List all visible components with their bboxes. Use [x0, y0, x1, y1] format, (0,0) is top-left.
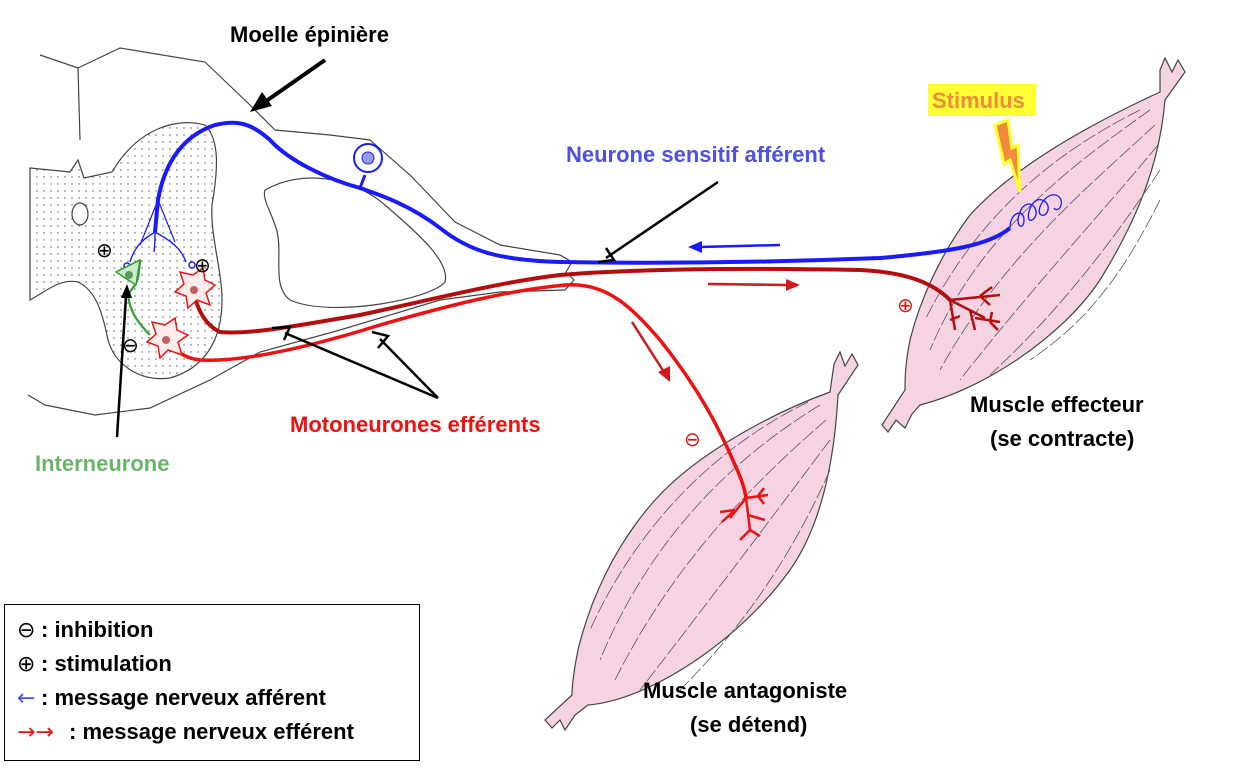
motor-neurons-label: Motoneurones efférents: [290, 412, 541, 437]
efferent-direction-arrows: [630, 279, 800, 382]
antagonist-muscle-label: Muscle antagoniste: [643, 678, 847, 703]
sensory-neuron-label: Neurone sensitif afférent: [566, 142, 826, 167]
legend-box: ⊖: inhibition ⊕: stimulation ←: message …: [4, 604, 420, 761]
inhibition-symbol: ⊖: [17, 618, 36, 643]
motor-neuron-to-effector: [191, 266, 1001, 335]
effector-muscle: [881, 56, 1186, 433]
effector-muscle-label: Muscle effecteur: [970, 392, 1144, 417]
afferent-arrow-symbol: ←: [17, 686, 36, 711]
efferent-arrow-symbol: →→: [17, 720, 54, 745]
legend-item-inhibition: ⊖: inhibition: [17, 617, 153, 643]
afferent-direction-arrow: [688, 241, 781, 253]
stimulation-sign-interneuron: ⊕: [96, 238, 113, 262]
effector-muscle-state: (se contracte): [990, 426, 1134, 451]
legend-inhibition-text: : inhibition: [41, 617, 154, 642]
spinal-cord: [27, 47, 575, 416]
interneuron-pointer-arrow: [115, 284, 132, 438]
legend-item-efferent: →→ : message nerveux efférent: [17, 719, 354, 745]
sensory-receptor: [1009, 194, 1062, 229]
inhibition-sign-synapse: ⊖: [122, 333, 139, 357]
motor-neurons-pointer-arrows: [271, 325, 439, 400]
sensory-neuron: [123, 120, 1012, 270]
stimulus-label: Stimulus: [932, 88, 1025, 113]
sensory-neuron-pointer-arrow: [597, 180, 719, 264]
sensory-cell-body: [353, 143, 383, 173]
interneuron-label: Interneurone: [35, 451, 169, 476]
antagonist-muscle-state: (se détend): [690, 712, 807, 737]
inhibition-sign-antagonist: ⊖: [684, 427, 701, 451]
stimulation-sign-effector: ⊕: [897, 293, 914, 317]
legend-item-stimulation: ⊕: stimulation: [17, 651, 172, 677]
legend-stimulation-text: : stimulation: [41, 651, 172, 676]
legend-efferent-text: : message nerveux efférent: [69, 719, 354, 744]
stimulation-sign-synapse: ⊕: [194, 253, 211, 277]
spinal-cord-pointer-arrow: [250, 58, 327, 112]
motor-neuron-cell-bodies: [145, 266, 217, 360]
stimulation-symbol: ⊕: [17, 652, 36, 677]
stimulus-badge: Stimulus: [928, 84, 1036, 193]
legend-item-afferent: ←: message nerveux afférent: [17, 685, 326, 711]
legend-afferent-text: : message nerveux afférent: [41, 685, 326, 710]
motor-neuron-to-antagonist: [170, 283, 769, 541]
antagonist-muscle: [544, 350, 859, 732]
spinal-cord-label: Moelle épinière: [230, 22, 389, 47]
